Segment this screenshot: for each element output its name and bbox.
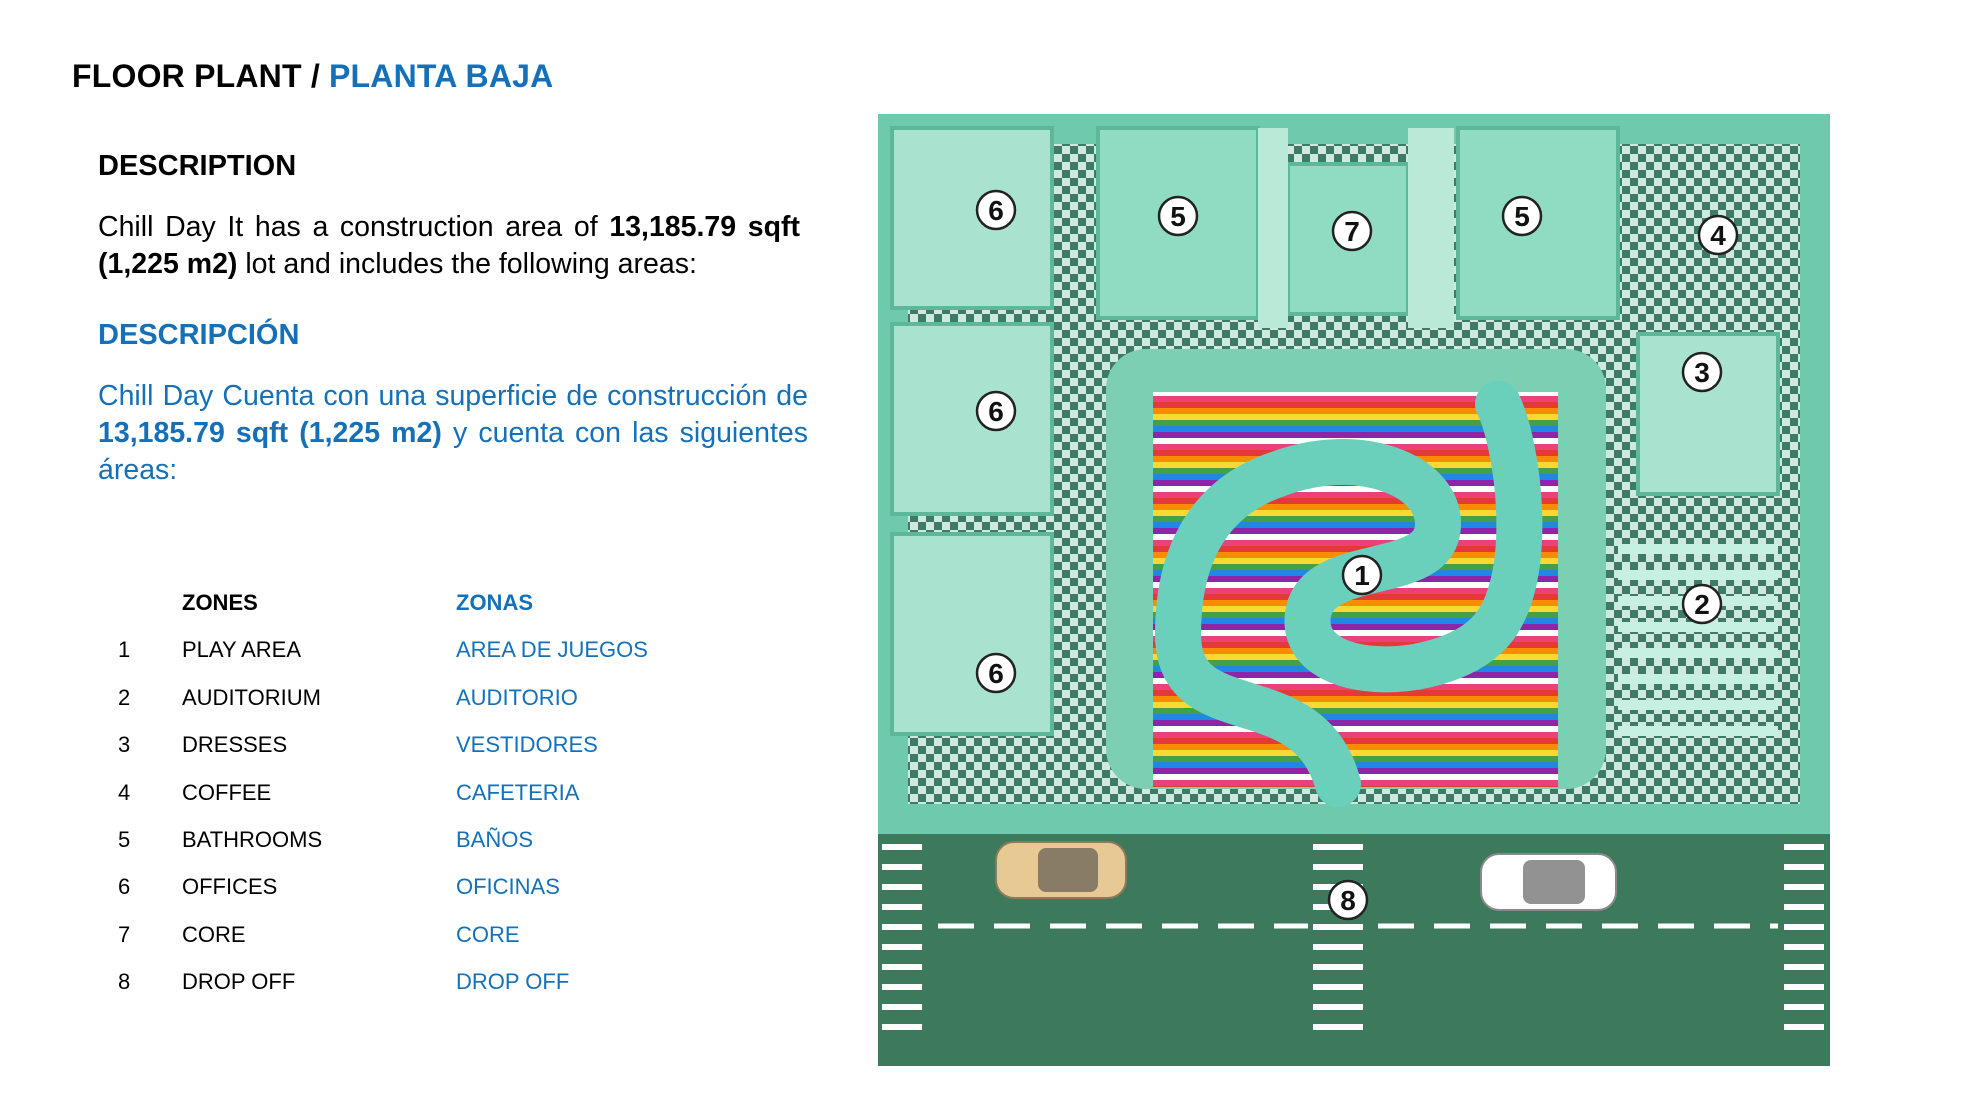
zone-number: 5: [118, 826, 131, 852]
zone-number: 1: [118, 637, 131, 663]
crosswalk-left: [882, 844, 922, 1030]
title-es: PLANTA BAJA: [329, 58, 554, 94]
description-es-area: 13,185.79 sqft (1,225 m2): [98, 417, 442, 449]
zone-name-es: CAFETERIA: [456, 779, 580, 805]
description-es-part2: y cuenta con las siguientes áreas:: [98, 417, 808, 486]
zone-name-es: VESTIDORES: [456, 732, 598, 758]
zone-marker-label: 4: [1710, 220, 1726, 251]
zone-name-en: OFFICES: [182, 874, 278, 900]
sidewalk: [878, 814, 1830, 834]
description-text-es: Chill Day Cuenta con una superficie de c…: [98, 378, 808, 489]
zone-name-es: OFICINAS: [456, 874, 560, 900]
zone-name-en: CORE: [182, 921, 246, 947]
stair-right: [1408, 128, 1454, 328]
crosswalk-right: [1784, 844, 1824, 1030]
description-heading-en: DESCRIPTION: [98, 150, 297, 182]
zone-number: 2: [118, 684, 131, 710]
zone-name-en: BATHROOMS: [182, 826, 323, 852]
zone-marker: 4: [1697, 214, 1739, 256]
zone-name-en: DROP OFF: [182, 969, 296, 995]
zone-marker-label: 1: [1354, 560, 1370, 591]
description-en-part2: lot and includes the following areas:: [237, 248, 697, 280]
zone-number: 7: [118, 921, 131, 947]
zones-header-es: ZONAS: [456, 590, 533, 615]
page-title: FLOOR PLANT / PLANTA BAJA: [72, 58, 553, 95]
zone-name-es: AUDITORIO: [456, 684, 578, 710]
description-text-en: Chill Day It has a construction area of …: [98, 209, 800, 283]
zone-marker-label: 6: [988, 658, 1004, 689]
zone-name-es: BAÑOS: [456, 826, 534, 852]
zone-marker: 5: [1501, 195, 1543, 237]
zone-name-es: AREA DE JUEGOS: [456, 637, 648, 663]
zone-marker: 5: [1157, 195, 1199, 237]
floor-plan-render: 6 5 7 5 4 3 6 1 2 6 8: [878, 114, 1830, 1066]
zone-marker: 6: [975, 189, 1017, 231]
zone-marker: 1: [1341, 554, 1383, 596]
zone-marker-label: 8: [1340, 885, 1356, 916]
zone-name-en: PLAY AREA: [182, 637, 302, 663]
description-es-part1: Chill Day Cuenta con una superficie de c…: [98, 380, 808, 412]
description-en-area: 13,185.79 sqft (1,225 m2): [98, 211, 800, 280]
car-right: [1480, 853, 1617, 911]
floor-plan-svg: 6 5 7 5 4 3 6 1 2 6 8: [878, 114, 1830, 1066]
zone-marker-label: 6: [988, 195, 1004, 226]
zone-name-es: DROP OFF: [456, 969, 570, 995]
corridor-top: [1258, 128, 1288, 328]
play-path: [1154, 381, 1543, 807]
description-en-part1: Chill Day It has a construction area of: [98, 211, 610, 243]
description-panel: DESCRIPTION Chill Day It has a construct…: [98, 150, 808, 489]
zone-number: 4: [118, 779, 131, 805]
zone-marker-label: 6: [988, 396, 1004, 427]
zone-number: 3: [118, 732, 131, 758]
zone-marker: 3: [1681, 351, 1723, 393]
zone-marker: 6: [975, 390, 1017, 432]
zone-marker: 2: [1681, 583, 1723, 625]
zone-name-es: CORE: [456, 921, 520, 947]
zone-name-en: COFFEE: [182, 779, 272, 805]
zone-name-en: AUDITORIUM: [182, 684, 321, 710]
zone-markers: 6 5 7 5 4 3 6 1 2 6 8: [975, 189, 1739, 921]
zone-name-en: DRESSES: [182, 732, 288, 758]
zone-marker-label: 7: [1344, 216, 1360, 247]
title-separator: /: [301, 58, 330, 94]
room-office-bottom: [890, 532, 1054, 736]
zone-marker-label: 5: [1514, 201, 1530, 232]
zones-header-en: ZONES: [182, 590, 258, 615]
zone-number: 8: [118, 969, 131, 995]
zone-marker-label: 5: [1170, 201, 1186, 232]
zone-marker: 7: [1331, 210, 1373, 252]
zone-marker: 6: [975, 652, 1017, 694]
zone-number: 6: [118, 874, 131, 900]
zone-marker-label: 3: [1694, 357, 1710, 388]
car-left: [995, 841, 1127, 899]
zone-marker-label: 2: [1694, 589, 1710, 620]
room-office-top: [890, 126, 1054, 310]
room-office-middle: [890, 322, 1054, 516]
description-heading-es: DESCRIPCIÓN: [98, 319, 300, 351]
zone-marker: 8: [1327, 879, 1369, 921]
title-en: FLOOR PLANT: [72, 58, 302, 94]
